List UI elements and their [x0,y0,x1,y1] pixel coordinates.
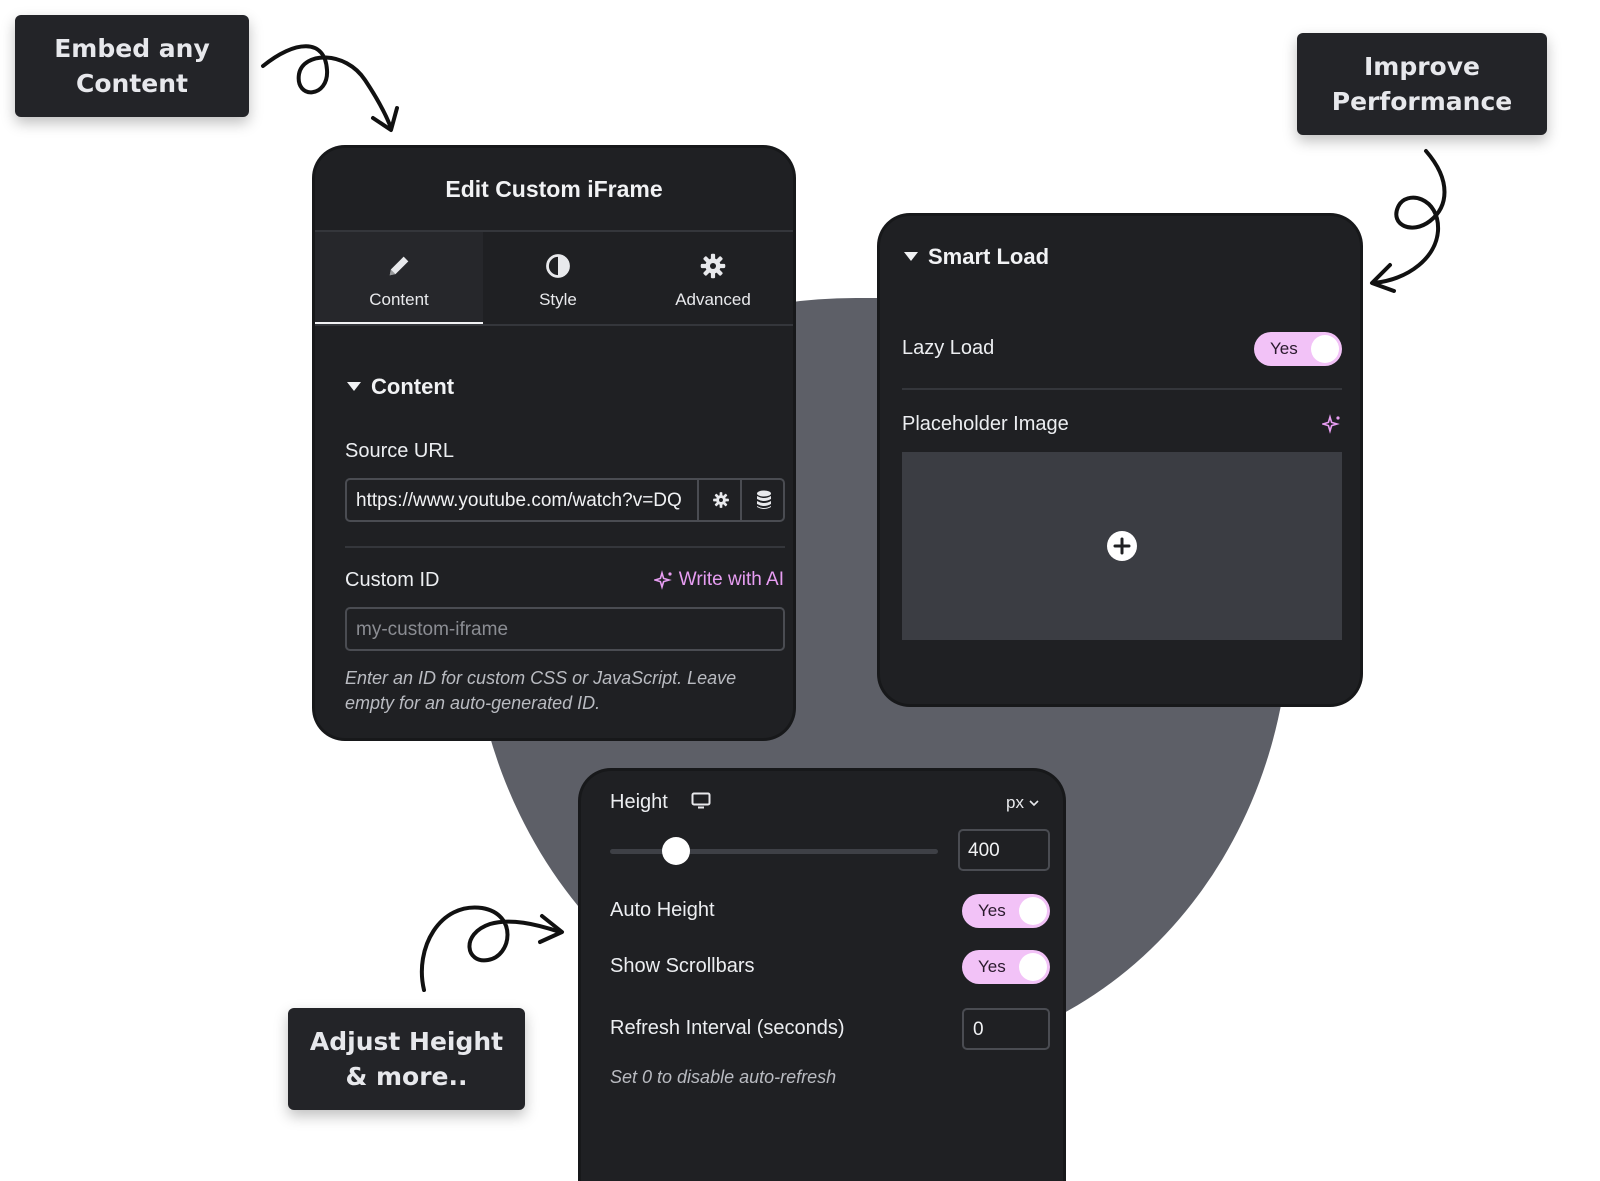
callout-line: Content [76,69,188,98]
section-toggle-content[interactable]: Content [347,374,454,400]
auto-height-toggle[interactable]: Yes [962,894,1050,928]
callout-line: & more.. [345,1062,468,1091]
toggle-label: Yes [978,957,1006,976]
gear-icon [699,252,727,280]
toggle-label: Yes [978,901,1006,920]
half-circle-icon [544,252,572,280]
lazy-load-label: Lazy Load [902,337,995,359]
callout-line: Improve [1363,52,1480,81]
height-value-input[interactable]: 400 [958,829,1050,871]
toggle-knob [1311,335,1339,363]
callout-embed-content: Embed any Content [15,15,249,117]
tabs-divider [315,324,793,326]
lazy-load-toggle[interactable]: Yes [1254,332,1342,366]
height-slider[interactable] [610,837,938,865]
source-url-input[interactable]: https://www.youtube.com/watch?v=DQ [356,490,682,511]
callout-improve-performance: Improve Performance [1297,33,1547,135]
toggle-knob [1019,897,1047,925]
callout-adjust-height: Adjust Height & more.. [288,1008,525,1110]
dynamic-settings-button[interactable] [697,480,742,520]
desktop-icon[interactable] [691,792,711,810]
unit-selector[interactable]: px [1006,793,1039,813]
arrow-to-height-panel [419,905,564,992]
toggle-label: Yes [1270,339,1298,358]
sparkle-icon[interactable] [1322,414,1342,434]
refresh-hint: Set 0 to disable auto-refresh [610,1067,837,1087]
callout-line: Adjust Height [309,1027,504,1056]
section-title: Content [371,374,455,399]
source-url-label: Source URL [345,440,454,462]
arrow-to-edit-panel [261,44,399,132]
callout-line: Performance [1331,87,1513,116]
section-title: Smart Load [928,244,1050,269]
smart-load-panel: Smart Load Lazy Load Yes Placeholder Ima… [880,216,1360,704]
custom-id-input[interactable]: my-custom-iframe [345,607,785,651]
source-url-field: https://www.youtube.com/watch?v=DQ [345,478,785,522]
caret-down-icon [347,382,361,391]
database-icon [756,490,771,509]
show-scrollbars-toggle[interactable]: Yes [962,950,1050,984]
add-image-icon[interactable] [1106,530,1138,562]
pencil-icon [385,252,413,280]
tab-style[interactable]: Style [483,232,633,326]
gear-icon [712,492,729,508]
tab-label: Style [539,290,577,309]
refresh-interval-label: Refresh Interval (seconds) [610,1017,845,1039]
sparkle-icon [653,570,672,590]
custom-id-hint: Enter an ID for custom CSS or JavaScript… [345,668,737,713]
height-settings-panel: Height px 400 Auto Height Yes Show Scrol… [581,771,1063,1181]
tab-advanced[interactable]: Advanced [633,232,793,326]
refresh-value: 0 [973,1019,984,1040]
ai-link-label: Write with AI [678,569,784,590]
custom-id-label: Custom ID [345,569,440,591]
slider-handle[interactable] [661,837,690,865]
arrow-to-smart-load [1370,149,1447,293]
tab-bar: Content Style Advanced [315,232,793,326]
caret-down-icon [904,252,918,261]
image-upload-area[interactable] [902,452,1342,640]
title-divider [315,230,793,232]
height-value: 400 [968,840,1000,861]
placeholder-image-label: Placeholder Image [902,413,1069,435]
tab-content[interactable]: Content [315,232,483,326]
edit-iframe-panel: Edit Custom iFrame Content Style Advance… [315,148,793,738]
section-toggle-smart-load[interactable]: Smart Load [904,244,1049,270]
chevron-down-icon [1029,800,1039,807]
row-divider [902,388,1342,390]
field-divider [345,546,785,548]
refresh-interval-input[interactable]: 0 [962,1008,1050,1050]
custom-id-placeholder: my-custom-iframe [356,619,509,640]
tab-label: Advanced [675,290,751,309]
auto-height-label: Auto Height [610,899,715,921]
height-label: Height [610,791,668,813]
callout-line: Embed any [54,34,210,63]
unit-label: px [1006,793,1024,812]
panel-title: Edit Custom iFrame [445,176,663,202]
show-scrollbars-label: Show Scrollbars [610,955,755,977]
toggle-knob [1019,953,1047,981]
dynamic-tags-button[interactable] [740,480,785,520]
write-with-ai-link[interactable]: Write with AI [653,569,784,591]
tab-label: Content [369,290,429,309]
slider-track [610,849,938,854]
